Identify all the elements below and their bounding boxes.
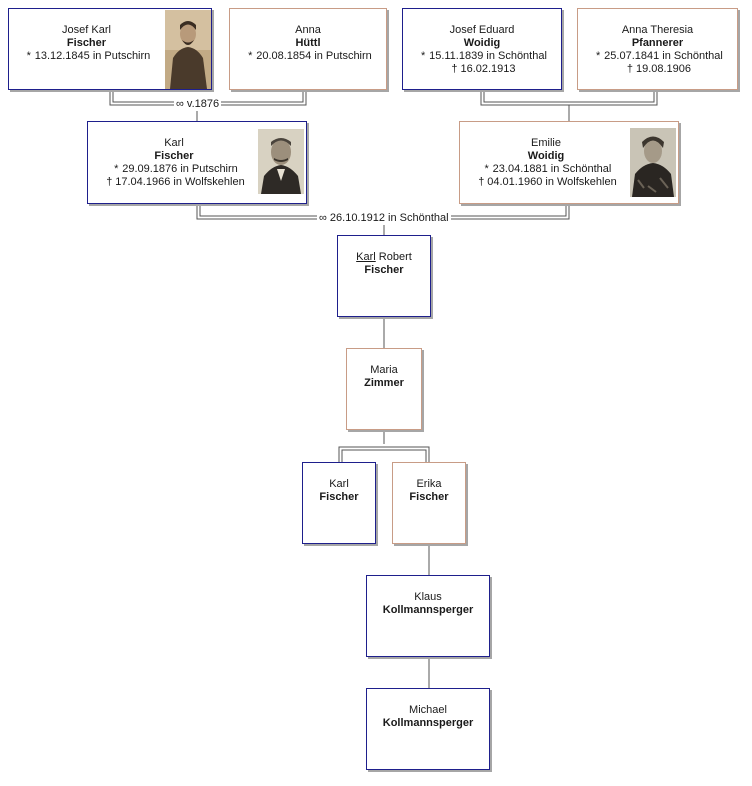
birth-info: 13.12.1845 in Putschirn: [34, 50, 151, 62]
death-symbol: †: [106, 176, 113, 188]
given-name: Karl: [164, 137, 184, 149]
death-info: 19.08.1906: [635, 63, 692, 75]
given-name: Klaus: [414, 591, 442, 603]
surname: Kollmannsperger: [382, 604, 474, 616]
death-info: 17.04.1966 in Wolfskehlen: [115, 176, 245, 188]
birth-info: 20.08.1854 in Putschirn: [256, 50, 372, 62]
person-card-maria-zimmer[interactable]: Maria Zimmer: [346, 348, 422, 430]
surname: Woidig: [527, 150, 565, 162]
parents-bracket-inner-woidig-pfannerer: [483, 90, 655, 103]
birth-info: 15.11.1839 in Schönthal: [429, 50, 547, 62]
birth-symbol: *: [596, 50, 601, 62]
marriage-date: 26.10.1912 in Schönthal: [329, 212, 449, 224]
given-name: Karl Robert: [338, 251, 430, 264]
given-name: Josef Eduard: [449, 24, 515, 36]
birth-line: *20.08.1854 in Putschirn: [230, 50, 386, 63]
given-name-called: Karl: [356, 251, 376, 263]
children-bracket: [338, 446, 430, 462]
death-symbol: †: [451, 63, 458, 75]
birth-symbol: *: [420, 50, 426, 62]
children-bracket-inner: [341, 449, 427, 462]
marriage-rings-icon: ∞: [176, 98, 184, 110]
birth-symbol: *: [114, 163, 119, 175]
given-name: Josef Karl: [62, 24, 111, 36]
given-name: Michael: [409, 704, 447, 716]
marriage-label-karl-emilie: ∞ 26.10.1912 in Schönthal: [317, 212, 451, 225]
death-info: 04.01.1960 in Wolfskehlen: [487, 176, 617, 188]
given-name: Anna: [295, 24, 321, 36]
marriage-label-fischer-huettl: ∞ v.1876: [174, 98, 222, 111]
person-card-anna-theresia-pfannerer[interactable]: Anna Theresia Pfannerer *25.07.1841 in S…: [577, 8, 738, 90]
birth-info: 25.07.1841 in Schönthal: [604, 50, 723, 62]
death-line: †04.01.1960 in Wolfskehlen: [460, 176, 632, 189]
birth-info: 23.04.1881 in Schönthal: [492, 163, 612, 175]
person-card-klaus-kollmannsperger[interactable]: Klaus Kollmannsperger: [366, 575, 490, 657]
surname: Fischer: [319, 491, 359, 503]
surname: Woidig: [463, 37, 501, 49]
person-card-karl-fischer-jun[interactable]: Karl Fischer: [302, 462, 376, 544]
given-name: Emilie: [531, 137, 561, 149]
death-symbol: †: [626, 63, 634, 75]
birth-line: *25.07.1841 in Schönthal: [578, 50, 737, 63]
surname: Pfannerer: [631, 37, 684, 49]
surname: Hüttl: [295, 37, 321, 49]
person-card-karl-robert-fischer[interactable]: Karl Robert Fischer: [337, 235, 431, 317]
birth-line: *13.12.1845 in Putschirn: [9, 50, 164, 63]
birth-symbol: *: [26, 50, 31, 62]
birth-symbol: *: [248, 50, 253, 62]
birth-line: *15.11.1839 in Schönthal: [403, 50, 561, 63]
marriage-rings-icon: ∞: [319, 212, 327, 224]
given-name: Erika: [416, 478, 442, 490]
surname: Zimmer: [364, 377, 404, 389]
person-card-erika-fischer[interactable]: Erika Fischer: [392, 462, 466, 544]
surname: Kollmannsperger: [382, 717, 474, 729]
person-card-anna-huettl[interactable]: Anna Hüttl *20.08.1854 in Putschirn: [229, 8, 387, 90]
birth-symbol: *: [484, 163, 489, 175]
person-card-josef-karl-fischer[interactable]: Josef Karl Fischer *13.12.1845 in Putsch…: [8, 8, 212, 90]
person-card-karl-fischer-sen[interactable]: Karl Fischer *29.09.1876 in Putschirn †1…: [87, 121, 307, 204]
given-name: Karl: [329, 478, 349, 490]
surname: Fischer: [66, 37, 107, 49]
marriage-date: v.1876: [186, 98, 220, 110]
birth-line: *23.04.1881 in Schönthal: [460, 163, 632, 176]
surname: Fischer: [154, 150, 194, 162]
portrait-photo: [165, 10, 211, 89]
death-line: †17.04.1966 in Wolfskehlen: [88, 176, 260, 189]
death-line: †16.02.1913: [403, 63, 561, 76]
portrait-photo: [630, 128, 676, 197]
birth-info: 29.09.1876 in Putschirn: [122, 163, 238, 175]
person-card-josef-eduard-woidig[interactable]: Josef Eduard Woidig *15.11.1839 in Schön…: [402, 8, 562, 90]
given-name: Anna Theresia: [621, 24, 694, 36]
death-symbol: †: [478, 176, 485, 188]
surname: Fischer: [364, 264, 404, 276]
portrait-photo: [258, 129, 304, 194]
person-card-emilie-woidig[interactable]: Emilie Woidig *23.04.1881 in Schönthal †…: [459, 121, 679, 204]
birth-line: *29.09.1876 in Putschirn: [88, 163, 260, 176]
given-name-rest: Robert: [375, 251, 412, 263]
person-card-michael-kollmannsperger[interactable]: Michael Kollmannsperger: [366, 688, 490, 770]
death-info: 16.02.1913: [460, 63, 516, 75]
given-name: Maria: [370, 364, 398, 376]
parents-bracket-woidig-pfannerer: [480, 90, 658, 106]
surname: Fischer: [409, 491, 449, 503]
death-line: †19.08.1906: [578, 63, 737, 76]
